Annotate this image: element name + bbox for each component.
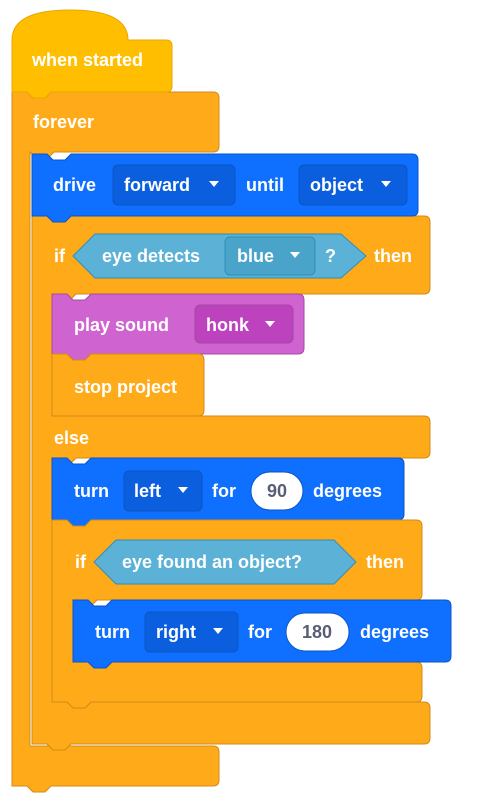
stop-project-block[interactable]: stop project bbox=[51, 353, 205, 417]
turn-right-label: turn bbox=[95, 622, 130, 642]
forever-label: forever bbox=[33, 112, 94, 132]
drive-target: object bbox=[310, 175, 363, 195]
inner-if-label: if bbox=[75, 552, 87, 572]
play-sound-label: play sound bbox=[74, 315, 169, 335]
turn-left-amount-input[interactable]: 90 bbox=[250, 471, 304, 511]
dropdown-arrow-icon bbox=[290, 252, 300, 258]
turn-left-label: turn bbox=[74, 481, 109, 501]
sound-value: honk bbox=[206, 315, 250, 335]
play-sound-block[interactable]: play sound honk bbox=[51, 293, 305, 361]
turn-left-direction-dropdown[interactable]: left bbox=[123, 470, 203, 512]
turn-right-direction: right bbox=[156, 622, 196, 642]
eye-found-object-condition[interactable]: eye found an object? bbox=[93, 539, 357, 585]
stop-project-label: stop project bbox=[74, 377, 177, 397]
drive-direction-dropdown[interactable]: forward bbox=[112, 164, 236, 206]
eye-detects-condition[interactable]: eye detects blue ? bbox=[72, 233, 367, 279]
turn-right-amount-input[interactable]: 180 bbox=[285, 612, 350, 652]
dropdown-arrow-icon bbox=[381, 181, 391, 187]
drive-until: until bbox=[246, 175, 284, 195]
turn-left-direction: left bbox=[134, 481, 161, 501]
forever-block[interactable]: forever bbox=[11, 91, 220, 793]
drive-block[interactable]: drive forward until object bbox=[31, 153, 419, 223]
when-started-label: when started bbox=[31, 50, 143, 70]
sound-dropdown[interactable]: honk bbox=[194, 304, 294, 344]
turn-right-degrees: degrees bbox=[360, 622, 429, 642]
if-label: if bbox=[54, 246, 66, 266]
turn-left-block[interactable]: turn left for 90 degrees bbox=[51, 457, 405, 527]
turn-left-for: for bbox=[212, 481, 236, 501]
inner-then-label: then bbox=[366, 552, 404, 572]
turn-left-amount: 90 bbox=[267, 481, 287, 501]
else-label: else bbox=[54, 428, 89, 448]
turn-right-for: for bbox=[248, 622, 272, 642]
color-value: blue bbox=[237, 246, 274, 266]
dropdown-arrow-icon bbox=[213, 628, 223, 634]
dropdown-arrow-icon bbox=[209, 181, 219, 187]
color-dropdown[interactable]: blue bbox=[224, 236, 316, 276]
turn-right-amount: 180 bbox=[302, 622, 332, 642]
turn-right-block[interactable]: turn right for 180 degrees bbox=[72, 599, 452, 669]
drive-target-dropdown[interactable]: object bbox=[298, 164, 408, 206]
drive-direction: forward bbox=[124, 175, 190, 195]
dropdown-arrow-icon bbox=[178, 487, 188, 493]
when-started-block[interactable]: when started bbox=[11, 9, 173, 99]
turn-right-direction-dropdown[interactable]: right bbox=[144, 611, 239, 653]
if-else-block[interactable]: if then else bbox=[31, 215, 431, 751]
eye-found-object-label: eye found an object? bbox=[122, 552, 302, 572]
dropdown-arrow-icon bbox=[265, 321, 275, 327]
turn-left-degrees: degrees bbox=[313, 481, 382, 501]
then-label: then bbox=[374, 246, 412, 266]
question-mark: ? bbox=[325, 246, 336, 266]
drive-label: drive bbox=[53, 175, 96, 195]
eye-detects-label: eye detects bbox=[102, 246, 200, 266]
